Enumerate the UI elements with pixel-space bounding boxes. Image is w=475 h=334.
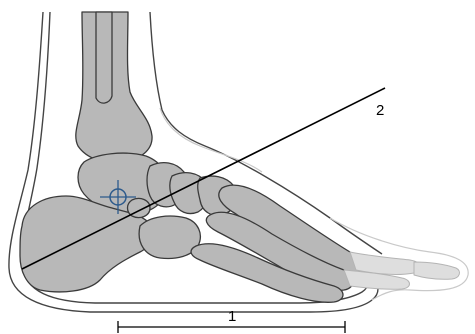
toe-phalanges	[344, 252, 459, 289]
phalanx-tip	[414, 262, 459, 279]
phalanx-big-toe	[350, 252, 420, 274]
dorsum-faint-contour	[160, 108, 262, 172]
label-axis: 2	[376, 102, 384, 119]
fibula-bone	[96, 12, 112, 103]
bones	[20, 12, 360, 302]
label-length: 1	[228, 308, 236, 325]
tibia-bone	[76, 12, 152, 163]
